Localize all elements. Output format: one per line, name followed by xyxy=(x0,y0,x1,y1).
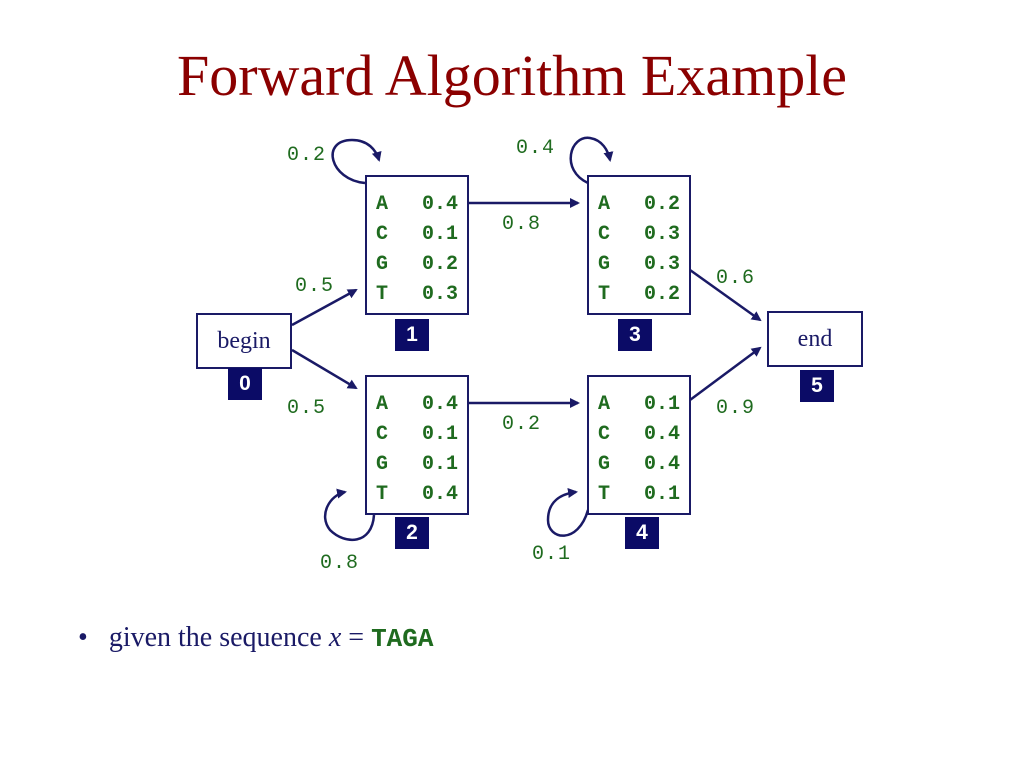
bullet-equals: = xyxy=(341,622,372,653)
sequence-value: TAGA xyxy=(371,624,434,654)
state-4-id-badge: 4 xyxy=(625,517,659,549)
transition-label-self-1: 0.2 xyxy=(287,144,327,167)
transition-label-self-3: 0.4 xyxy=(516,137,556,160)
bullet-text: given the sequence xyxy=(108,622,329,653)
transition-label-1-3: 0.8 xyxy=(502,213,542,236)
bullet-variable: x xyxy=(328,622,342,653)
transition-label-begin-1: 0.5 xyxy=(295,275,335,298)
begin-box: begin xyxy=(196,313,292,369)
state-2-id-badge: 2 xyxy=(395,517,429,549)
state-3-id-badge: 3 xyxy=(618,319,652,351)
transition-label-3-end: 0.6 xyxy=(716,267,756,290)
end-box: end xyxy=(767,311,863,367)
arrow-self-loop-state-4 xyxy=(546,488,590,537)
arrow-state-4-to-end xyxy=(689,346,762,402)
transition-label-self-2: 0.8 xyxy=(320,552,360,575)
slide-title: Forward Algorithm Example xyxy=(176,43,848,108)
arrow-state-3-to-end xyxy=(689,268,762,322)
bullet-sequence: • given the sequence x = TAGA xyxy=(78,622,434,654)
arrow-begin-to-state-2 xyxy=(291,348,358,390)
transition-label-4-end: 0.9 xyxy=(716,397,756,420)
arrow-self-loop-state-3 xyxy=(569,136,614,185)
arrow-self-loop-state-2 xyxy=(323,488,376,542)
begin-id-badge: 0 xyxy=(228,368,262,400)
arrow-self-loop-state-1 xyxy=(331,138,382,185)
transition-label-self-4: 0.1 xyxy=(532,543,572,566)
end-id-badge: 5 xyxy=(800,370,834,402)
state-1-id-badge: 1 xyxy=(395,319,429,351)
transition-label-2-4: 0.2 xyxy=(502,413,542,436)
bullet-marker: • xyxy=(78,622,88,653)
transition-label-begin-2: 0.5 xyxy=(287,397,327,420)
arrow-begin-to-state-1 xyxy=(291,288,358,327)
